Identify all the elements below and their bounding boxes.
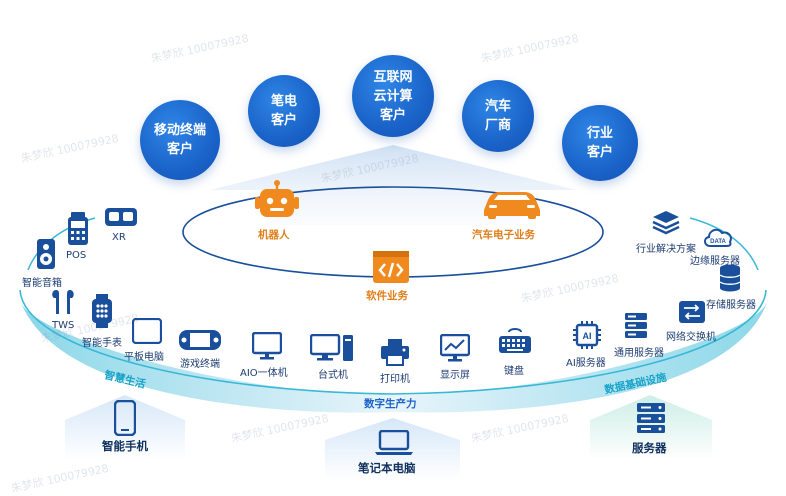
robot-label: 机器人: [258, 229, 290, 241]
pos-label: POS: [66, 250, 87, 261]
industry-solution-label: 行业解决方案: [636, 244, 696, 255]
customer-label: 互联网: [373, 69, 413, 85]
storage-server-icon: [719, 264, 741, 292]
server-rack-icon: [637, 403, 665, 433]
customer-label: 厂商: [484, 118, 511, 133]
car-icon: [484, 192, 540, 219]
earbuds-icon: [52, 290, 74, 314]
customer-bubble-auto: 汽车 厂商: [462, 80, 534, 152]
customer-label: 汽车: [484, 99, 511, 114]
xr-label: XR: [112, 232, 126, 243]
stack-layers-icon: [652, 211, 680, 235]
customer-bubble-mobile: 移动终端 客户: [140, 100, 220, 180]
network-switch-icon: [679, 301, 705, 323]
keyboard-icon: [499, 328, 531, 353]
aio-label: AIO一体机: [240, 368, 288, 379]
customer-bubble-industry: 行业 客户: [562, 105, 638, 181]
outer-ring-line: [19, 289, 767, 395]
customer-label: 笔电: [270, 94, 297, 109]
customer-label: 客户: [166, 142, 193, 157]
desktop-label: 台式机: [318, 370, 348, 381]
robot-icon: [255, 180, 299, 217]
customer-bubble-cloud: 互联网 云计算 客户: [352, 55, 434, 137]
customer-label: 行业: [586, 126, 613, 141]
aio-computer-icon: [252, 332, 282, 360]
upward-arrow: [210, 145, 576, 225]
pos-icon: [68, 212, 88, 245]
printer-icon: [381, 339, 409, 366]
desktop-computer-icon: [310, 334, 353, 361]
smartphone-label: 智能手机: [102, 439, 148, 453]
xr-headset-icon: [105, 208, 137, 226]
game-console-icon: [179, 330, 221, 350]
customer-label: 客户: [586, 145, 613, 160]
outer-ring-band: [20, 300, 768, 413]
general-server-icon: [625, 313, 647, 338]
general-server-label: 通用服务器: [614, 348, 664, 359]
smart-speaker-label: 智能音箱: [22, 278, 62, 289]
smart-speaker-icon: [37, 239, 55, 269]
customer-label: 移动终端: [153, 123, 206, 138]
storage-server-label: 存储服务器: [706, 300, 756, 311]
monitor-icon: [440, 334, 470, 362]
server-label: 服务器: [632, 441, 667, 455]
ai-chip-text: AI: [583, 331, 592, 341]
ai-chip-icon: AI: [573, 321, 601, 349]
tablet-label: 平板电脑: [124, 352, 164, 363]
network-switch-label: 网络交换机: [666, 332, 716, 343]
printer-label: 打印机: [380, 374, 410, 385]
game-console-label: 游戏终端: [180, 359, 220, 370]
smartwatch-icon: [92, 294, 112, 328]
auto-label: 汽车电子业务: [472, 229, 535, 241]
customer-bubble-laptop: 笔电 客户: [248, 75, 320, 147]
smartwatch-label: 智能手表: [82, 338, 122, 349]
smartphone-icon: [114, 400, 136, 436]
customer-label: 云计算: [373, 88, 413, 104]
cloud-data-icon: DATA: [704, 228, 732, 247]
digital-productivity-title: 数字生产力: [364, 398, 417, 410]
code-icon: [373, 251, 409, 283]
laptop-label: 笔记本电脑: [358, 461, 416, 475]
ai-server-label: AI服务器: [566, 358, 606, 369]
customer-label: 客户: [379, 107, 406, 123]
keyboard-label: 键盘: [504, 366, 524, 377]
tablet-icon: [132, 318, 162, 344]
customer-label: 客户: [270, 113, 297, 128]
monitor-label: 显示屏: [440, 370, 470, 381]
laptop-icon: [375, 430, 413, 455]
tws-label: TWS: [52, 320, 75, 331]
edge-server-label: 边缘服务器: [690, 256, 740, 267]
pedestal-phone: [65, 395, 185, 460]
cloud-chip-text: DATA: [710, 239, 726, 245]
software-label: 软件业务: [366, 290, 408, 302]
